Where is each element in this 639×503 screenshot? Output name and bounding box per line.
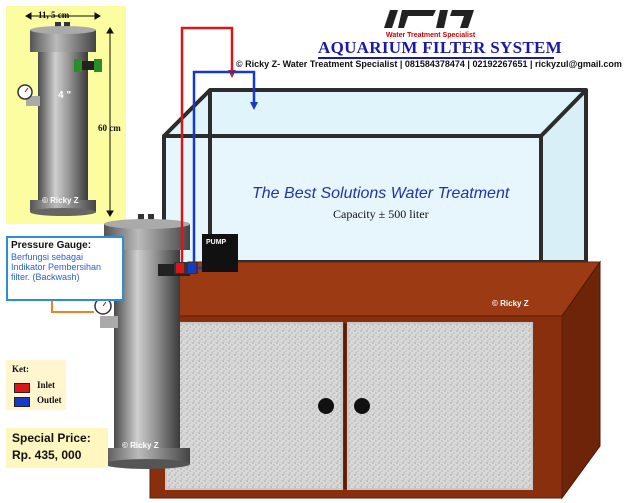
width-dimension-arrow <box>25 12 101 20</box>
contact-line: © Ricky Z- Water Treatment Specialist | … <box>236 59 622 69</box>
title-underline <box>318 57 554 59</box>
price-label: Special Price: <box>12 431 91 445</box>
filter-width-label: 11, 5 cm <box>38 10 70 20</box>
brand-logo-mark <box>384 10 474 28</box>
pump-box <box>202 234 238 272</box>
tank-copyright: © Ricky Z <box>492 299 529 308</box>
outlet-arrow <box>250 102 258 110</box>
filter-installed-cylinder <box>100 214 190 469</box>
height-dimension-arrow <box>106 27 114 217</box>
filter-height-label: 60 cm <box>98 123 121 133</box>
aquarium-cabinet <box>149 260 601 500</box>
pressure-gauge-callout: Pressure Gauge: Berfungsi sebagai Indika… <box>6 236 124 301</box>
pressure-gauge-leader <box>51 300 94 313</box>
outlet-fitting <box>188 263 196 273</box>
filter-detail-cylinder <box>17 22 102 216</box>
legend-inlet-swatch <box>14 383 30 393</box>
tank-slogan: The Best Solutions Water Treatment <box>252 185 510 202</box>
outlet-pipe <box>192 70 256 268</box>
filter-installed-copyright: © Ricky Z <box>122 441 159 450</box>
pump-label: PUMP <box>206 239 227 246</box>
price-box <box>6 428 108 468</box>
cabinet-door-knob-right[interactable] <box>354 398 370 414</box>
inlet-pipe <box>180 26 234 268</box>
legend-inlet-label: Inlet <box>37 380 55 390</box>
logo-subtitle: Water Treatment Specialist <box>386 32 476 39</box>
tank-capacity: Capacity ± 500 liter <box>333 207 429 221</box>
filter-diameter-label: 4 " <box>58 90 72 101</box>
page-title: AQUARIUM FILTER SYSTEM <box>318 38 563 57</box>
legend-outlet-swatch <box>14 397 30 407</box>
legend-title: Ket: <box>12 364 29 374</box>
pressure-gauge-description: Berfungsi sebagai Indikator Pembersihan … <box>11 252 102 282</box>
pressure-gauge-title: Pressure Gauge: <box>11 240 92 251</box>
filter-detail-copyright: © Ricky Z <box>42 196 79 205</box>
legend-outlet-label: Outlet <box>37 395 62 405</box>
inlet-fitting <box>176 263 184 273</box>
cabinet-door-knob-left[interactable] <box>318 398 334 414</box>
price-value: Rp. 435, 000 <box>12 448 82 462</box>
